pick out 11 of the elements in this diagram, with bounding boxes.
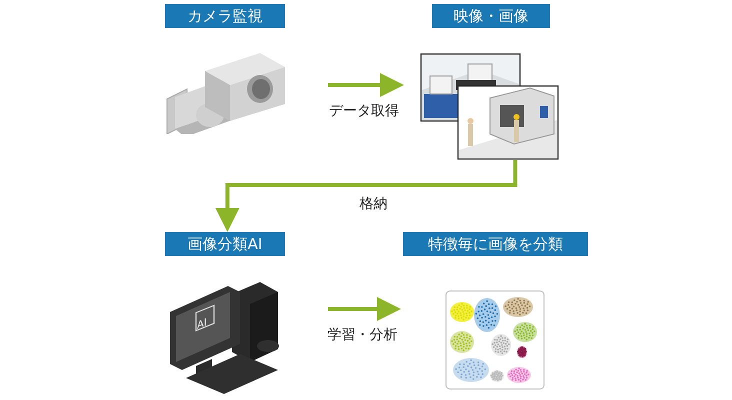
heading-tag: 映像・画像 [432, 4, 550, 28]
arrow [215, 160, 518, 232]
heading-tag: 特徴毎に画像を分類 [403, 232, 588, 256]
heading-tag: カメラ監視 [165, 4, 285, 28]
arrow [328, 73, 404, 97]
chip-label: AI [197, 317, 207, 332]
edge-label: 格納 [357, 195, 390, 213]
arrow [328, 297, 401, 321]
edge-label: 学習・分析 [326, 326, 400, 344]
heading-tag: 画像分類AI [165, 232, 285, 256]
edge-label: データ取得 [327, 102, 401, 120]
